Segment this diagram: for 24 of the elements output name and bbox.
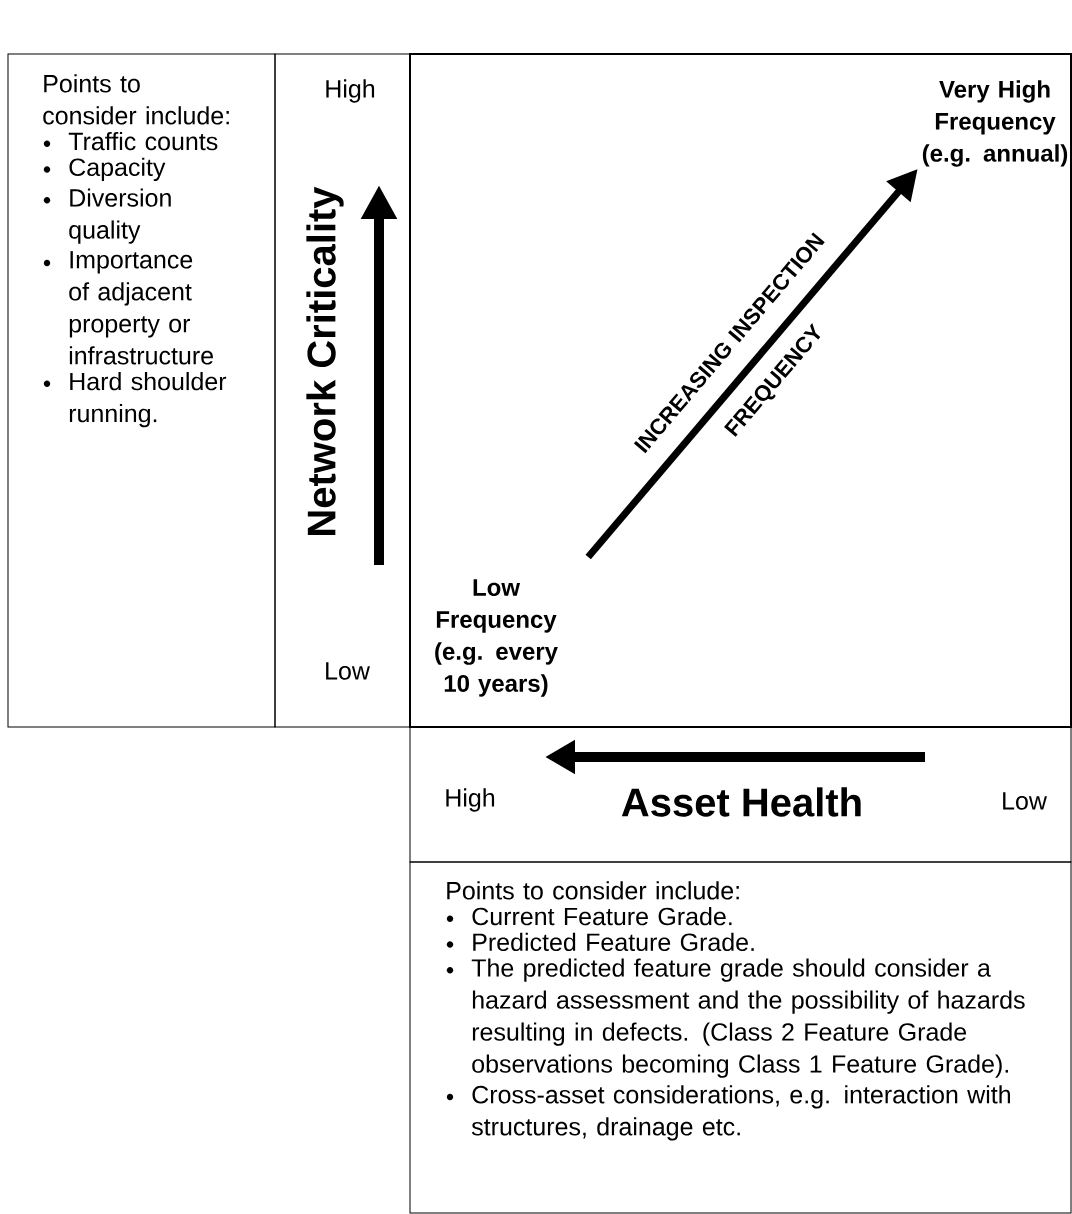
- list-heading: Points to consider include:: [43, 74, 229, 125]
- bullet-item: Traffic counts: [43, 131, 218, 151]
- axis-panel: [409, 726, 1072, 863]
- bullet-item: Capacity: [43, 157, 166, 182]
- bullet-item: Importance of adjacent property or infrastructure: [43, 251, 213, 365]
- axis-title: Asset Health: [621, 787, 861, 817]
- bullet-item: Predicted Feature Grade.: [446, 932, 754, 952]
- axis-end-label: Low: [326, 662, 370, 680]
- bullet-item: Current Feature Grade.: [446, 906, 732, 926]
- axis-end-label: High: [446, 788, 495, 812]
- axis-panel: [274, 53, 411, 728]
- list-heading: Points to consider include:: [447, 881, 739, 900]
- bullet-item: The predicted feature grade should consider a hazard assessment and the possibility of hazards resulting in defects. (Class 2 Feature Grade observations becoming Class 1 Feature Grade).: [446, 958, 1025, 1078]
- matrix-box: [409, 53, 1072, 728]
- frequency-label: Low Frequency (e.g. every 10 years): [435, 579, 558, 697]
- bullet-item: Hard shoulder running.: [43, 371, 227, 428]
- axis-end-label: High: [326, 79, 375, 103]
- axis-end-label: Low: [1003, 792, 1047, 810]
- bullet-item: Diversion quality: [43, 188, 171, 244]
- axis-title: Network Criticality: [306, 186, 344, 535]
- text-panel: [409, 861, 1072, 1214]
- bullet-item: Cross-asset considerations, e.g. interaction with structures, drainage etc.: [446, 1085, 1010, 1141]
- frequency-label: Very High Frequency (e.g. annual): [922, 80, 1068, 167]
- text-panel: [7, 53, 276, 728]
